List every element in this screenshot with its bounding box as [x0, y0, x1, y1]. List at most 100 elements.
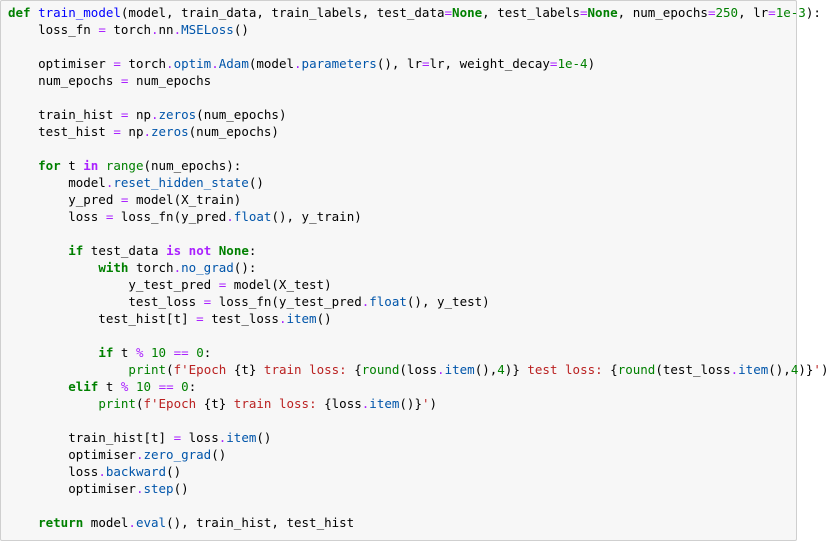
code-token: =: [768, 5, 776, 20]
code-line: [8, 140, 828, 157]
code-token: None: [587, 5, 618, 20]
code-token: {t}: [203, 396, 227, 411]
code-token: torch: [105, 22, 151, 37]
code-token: range: [105, 158, 144, 173]
code-token: (): [248, 175, 264, 190]
code-token: test_loss: [203, 311, 279, 326]
code-line: y_test_pred = model(X_test): [8, 276, 828, 293]
code-token: float: [369, 294, 407, 309]
code-token: .: [98, 464, 106, 479]
code-token: t: [60, 158, 84, 173]
code-token: (: [166, 362, 174, 377]
code-token: {t}: [233, 362, 257, 377]
code-token: round: [361, 362, 400, 377]
code-token: .: [143, 124, 151, 139]
code-token: train loss:: [226, 396, 325, 411]
code-token: loss: [8, 209, 106, 224]
code-line: test_hist = np.zeros(num_epochs): [8, 123, 828, 140]
code-token: 1e-4: [557, 56, 588, 71]
code-token: lr, weight_decay: [429, 56, 550, 71]
code-token: %: [135, 345, 144, 360]
code-token: reset_hidden_state: [113, 175, 249, 190]
code-token: t: [113, 345, 136, 360]
code-token: {: [610, 362, 618, 377]
code-token: =: [98, 22, 106, 37]
code-token: item: [444, 362, 475, 377]
code-token: item: [369, 396, 400, 411]
code-token: model(X_test): [226, 277, 332, 292]
code-token: ==: [158, 379, 174, 394]
code-line: loss_fn = torch.nn.MSELoss(): [8, 21, 828, 38]
code-token: test_data: [83, 243, 167, 258]
code-token: :: [248, 243, 257, 258]
code-token: (model: [248, 56, 295, 71]
code-token: (): [256, 430, 272, 445]
code-line: if t % 10 == 0:: [8, 344, 828, 361]
code-token: ': [421, 396, 430, 411]
code-line: [8, 38, 828, 55]
code-token: {loss: [324, 396, 362, 411]
code-token: float: [233, 209, 272, 224]
code-token: .: [294, 56, 302, 71]
code-token: %: [120, 379, 129, 394]
code-token: (loss: [399, 362, 438, 377]
code-token: loss_fn: [8, 22, 99, 37]
code-token: 10: [135, 379, 152, 394]
code-token: .: [361, 396, 370, 411]
code-token: nn: [158, 22, 174, 37]
code-token: [8, 158, 38, 173]
code-token: f'Epoch: [143, 396, 204, 411]
code-line: for t in range(num_epochs):: [8, 157, 828, 174]
code-line: [8, 89, 828, 106]
code-token: (): [211, 447, 227, 462]
code-token: .: [151, 107, 159, 122]
code-token: (), lr: [376, 56, 422, 71]
code-token: )}: [798, 362, 814, 377]
code-token: =: [203, 294, 212, 309]
code-token: (),: [768, 362, 791, 377]
code-token: model(X_train): [128, 192, 242, 207]
code-token: zeros: [158, 107, 197, 122]
code-token: (num_epochs): [196, 107, 287, 122]
code-token: :: [203, 345, 212, 360]
code-token: =: [113, 124, 121, 139]
code-token: =: [444, 5, 453, 20]
code-token: 250: [715, 5, 739, 20]
code-token: (: [135, 396, 144, 411]
code-line: train_hist[t] = loss.item(): [8, 429, 828, 446]
code-token: .: [105, 175, 114, 190]
code-token: no_grad: [181, 260, 234, 275]
code-token: .: [730, 362, 739, 377]
code-token: =: [120, 73, 129, 88]
code-token: optimiser: [8, 56, 114, 71]
code-line: elif t % 10 == 0:: [8, 378, 828, 395]
code-token: )}: [504, 362, 520, 377]
code-token: [8, 396, 98, 411]
code-token: None: [452, 5, 483, 20]
code-token: loss_fn(y_test_pred: [211, 294, 362, 309]
code-token: train loss:: [256, 362, 355, 377]
code-token: print: [128, 362, 167, 377]
code-token: , lr: [738, 5, 769, 20]
code-token: elif: [68, 379, 99, 394]
code-editor[interactable]: def train_model(model, train_data, train…: [8, 4, 828, 531]
code-line: optimiser.zero_grad(): [8, 446, 828, 463]
code-token: =: [196, 311, 204, 326]
code-line: optimiser = torch.optim.Adam(model.param…: [8, 55, 828, 72]
code-line: print(f'Epoch {t} train loss: {loss.item…: [8, 395, 828, 412]
code-token: in: [83, 158, 99, 173]
code-line: train_hist = np.zeros(num_epochs): [8, 106, 828, 123]
code-token: [98, 158, 106, 173]
code-token: 4: [497, 362, 505, 377]
code-line: test_hist[t] = test_loss.item(): [8, 310, 828, 327]
code-token: (): [173, 481, 189, 496]
code-token: [143, 345, 151, 360]
code-token: ==: [173, 345, 189, 360]
code-token: item: [286, 311, 317, 326]
code-token: MSELoss: [181, 22, 234, 37]
code-line: [8, 412, 828, 429]
code-token: ): [429, 396, 438, 411]
code-token: model: [8, 175, 106, 190]
code-token: 0: [181, 379, 189, 394]
